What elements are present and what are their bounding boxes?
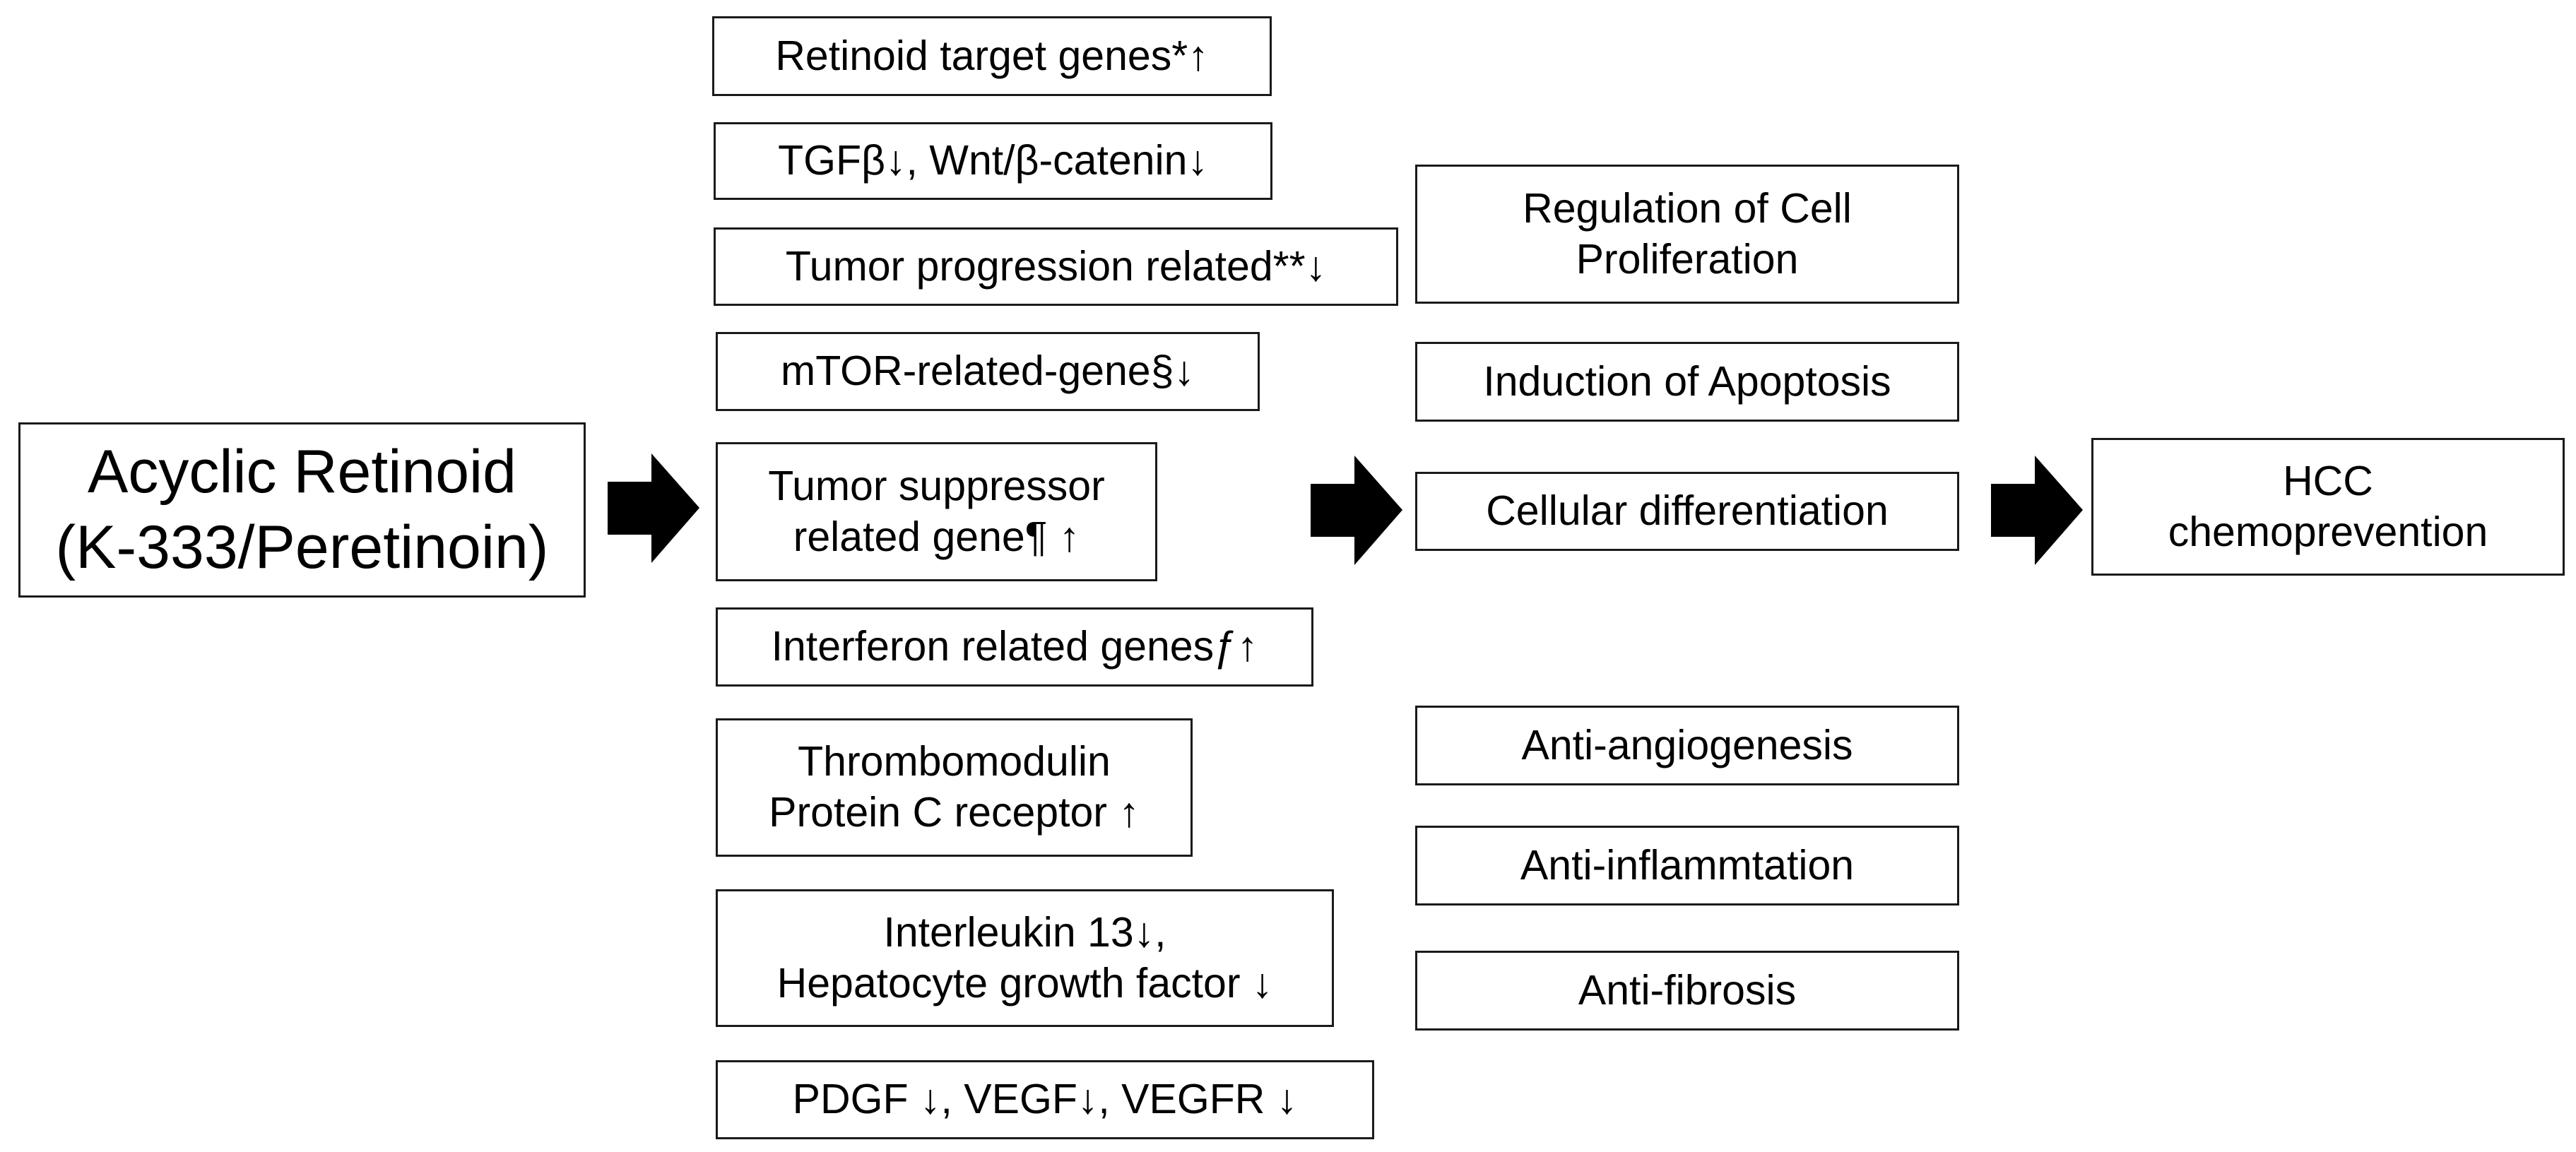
gene-box-interferon: Interferon related genesƒ↑ [716, 607, 1313, 687]
gene-label: Tumor suppressor related gene¶ ↑ [768, 462, 1105, 560]
effect-box-anti-inflammation: Anti-inflammtation [1415, 826, 1959, 905]
arrow-right-icon [1311, 456, 1402, 565]
gene-label: Thrombomodulin Protein C receptor ↑ [769, 738, 1140, 836]
effect-box-anti-fibrosis: Anti-fibrosis [1415, 951, 1959, 1031]
effect-label: Regulation of Cell Proliferation [1523, 184, 1852, 283]
gene-box-interleukin-hgf: Interleukin 13↓, Hepatocyte growth facto… [716, 889, 1334, 1027]
gene-label: mTOR-related-gene§↓ [781, 348, 1195, 395]
gene-box-pdgf-vegf: PDGF ↓, VEGF↓, VEGFR ↓ [716, 1060, 1374, 1139]
arrow-right-icon [608, 453, 699, 563]
source-node-acyclic-retinoid: Acyclic Retinoid (K-333/Peretinoin) [18, 422, 586, 598]
flow-arrow-1 [608, 453, 699, 563]
gene-label: Interleukin 13↓, Hepatocyte growth facto… [776, 908, 1273, 1006]
effect-label: Anti-fibrosis [1578, 966, 1797, 1014]
gene-label: Interferon related genesƒ↑ [771, 623, 1258, 670]
effect-box-cell-proliferation: Regulation of Cell Proliferation [1415, 165, 1959, 304]
outcome-node-hcc-chemoprevention: HCC chemoprevention [2091, 438, 2565, 576]
effect-label: Anti-angiogenesis [1521, 721, 1853, 768]
effect-box-anti-angiogenesis: Anti-angiogenesis [1415, 706, 1959, 785]
outcome-label: HCC chemoprevention [2168, 457, 2488, 555]
effect-box-apoptosis: Induction of Apoptosis [1415, 342, 1959, 422]
gene-box-tumor-suppressor: Tumor suppressor related gene¶ ↑ [716, 442, 1157, 581]
gene-label: Retinoid target genes*↑ [775, 32, 1209, 79]
gene-box-mtor: mTOR-related-gene§↓ [716, 332, 1260, 411]
gene-box-tumor-progression: Tumor progression related**↓ [714, 227, 1398, 306]
source-node-label: Acyclic Retinoid (K-333/Peretinoin) [55, 437, 549, 582]
gene-label: Tumor progression related**↓ [785, 242, 1327, 290]
flow-arrow-2 [1311, 456, 1402, 565]
effect-label: Cellular differentiation [1486, 487, 1889, 535]
effect-label: Induction of Apoptosis [1483, 357, 1891, 405]
flow-arrow-3 [1991, 456, 2083, 565]
gene-box-thrombomodulin: Thrombomodulin Protein C receptor ↑ [716, 718, 1193, 857]
arrow-right-icon [1991, 456, 2083, 565]
gene-box-retinoid-target: Retinoid target genes*↑ [712, 16, 1272, 96]
gene-label: TGFβ↓, Wnt/β-catenin↓ [778, 137, 1208, 184]
gene-box-tgfb-wnt: TGFβ↓, Wnt/β-catenin↓ [714, 122, 1272, 200]
gene-label: PDGF ↓, VEGF↓, VEGFR ↓ [792, 1076, 1298, 1123]
effect-box-differentiation: Cellular differentiation [1415, 472, 1959, 551]
effect-label: Anti-inflammtation [1520, 841, 1855, 889]
